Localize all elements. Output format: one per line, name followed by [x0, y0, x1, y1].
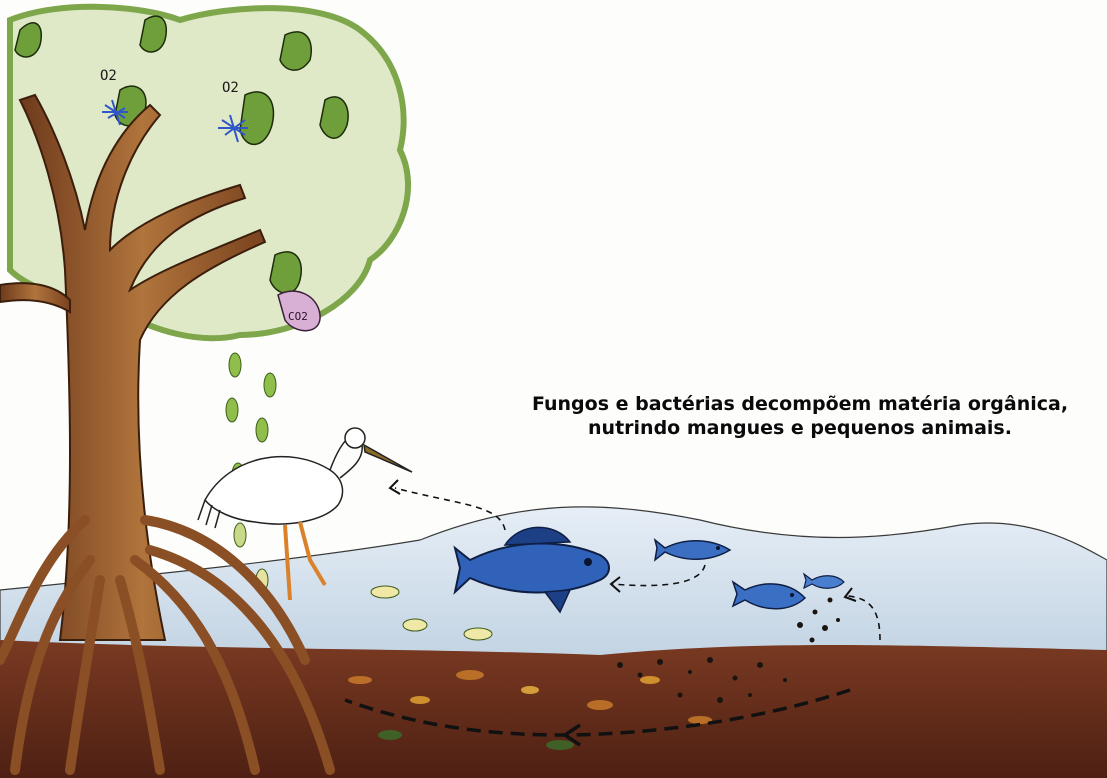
caption-line-2: nutrindo mangues e pequenos animais.	[470, 416, 1107, 440]
oxygen-label-1: O2	[100, 68, 117, 84]
co2-label: CO2	[288, 310, 308, 323]
decomposition-caption: Fungos e bactérias decompõem matéria org…	[470, 392, 1107, 440]
mud-ground	[0, 640, 1107, 778]
oxygen-label-2: O2	[222, 80, 239, 96]
caption-line-1: Fungos e bactérias decompõem matéria org…	[470, 392, 1107, 416]
